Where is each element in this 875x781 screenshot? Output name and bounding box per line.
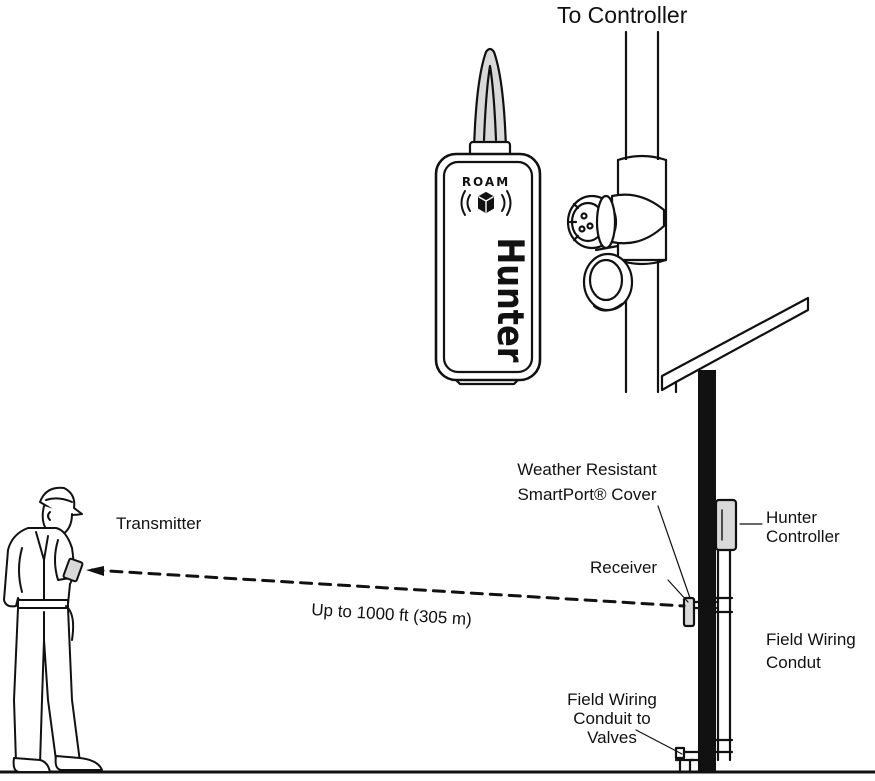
conduit-to-controller <box>610 30 668 394</box>
brand-logo-group: Hunter <box>488 237 531 362</box>
hunter-controller-label-line2: Controller <box>766 527 840 546</box>
transmitter-label: Transmitter <box>116 514 202 533</box>
smartport-cover-label-line2: SmartPort® Cover <box>517 485 657 504</box>
roam-transmitter-zoom <box>434 47 542 386</box>
smartport-receiver-zoom <box>566 194 618 250</box>
receiver-small <box>682 596 718 628</box>
wall-overhang <box>660 296 810 394</box>
hunter-controller-label: Hunter Controller <box>766 508 840 546</box>
conduit-to-valves-label-line3: Valves <box>587 728 637 747</box>
conduit-to-valves-label-line2: Conduit to <box>573 709 651 728</box>
field-wiring-conduit <box>714 548 734 762</box>
leader-lines <box>635 505 763 755</box>
person-with-phone <box>3 486 103 773</box>
hunter-controller <box>714 498 738 552</box>
device-model-label: ROAM <box>462 175 510 189</box>
conduit-to-valves-label-line1: Field Wiring <box>567 690 657 709</box>
to-controller-label: To Controller <box>557 2 688 28</box>
field-wiring-label-line1: Field Wiring <box>766 630 856 649</box>
smartport-cover-zoom <box>582 244 634 312</box>
range-arrowhead <box>86 566 104 576</box>
conduit-to-valves-label: Field Wiring Conduit to Valves <box>552 690 672 747</box>
wall-edge <box>698 370 716 772</box>
hunter-controller-label-line1: Hunter <box>766 508 818 527</box>
field-wiring-label: Field Wiring Condut <box>766 630 856 672</box>
receiver-label: Receiver <box>590 558 658 577</box>
field-wiring-label-line2: Condut <box>766 653 821 672</box>
brand-logo: Hunter <box>488 237 531 362</box>
smartport-cover-label: Weather Resistant SmartPort® Cover <box>496 460 678 504</box>
conduit-to-valves <box>674 746 702 774</box>
smartport-cover-label-line1: Weather Resistant <box>517 460 657 479</box>
range-dashed-line <box>90 568 686 608</box>
